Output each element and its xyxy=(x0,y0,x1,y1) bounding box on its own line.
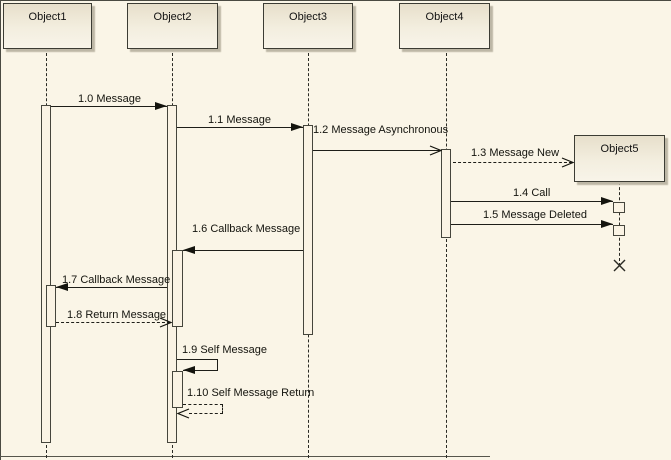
page-boundary-line xyxy=(0,456,490,457)
message-line xyxy=(56,287,167,288)
message-label: 1.2 Message Asynchronous xyxy=(313,124,449,136)
message-line xyxy=(222,404,223,414)
message-line xyxy=(177,127,303,128)
message-line xyxy=(313,150,441,151)
filled-arrowhead-icon xyxy=(155,102,167,110)
activation-bar-object4[interactable] xyxy=(441,149,451,238)
message-line xyxy=(189,413,223,414)
message-label: 1.4 Call xyxy=(513,187,551,199)
message-label: 1.7 Callback Message xyxy=(62,274,171,286)
lifeline-object5[interactable] xyxy=(619,182,620,266)
filled-arrowhead-icon xyxy=(601,197,613,205)
activation-bar-object1[interactable] xyxy=(41,105,51,443)
filled-arrowhead-icon xyxy=(291,123,303,131)
open-arrowhead-icon xyxy=(159,317,172,328)
object-label: Object3 xyxy=(289,11,327,23)
activation-bar-object2-self[interactable] xyxy=(172,371,183,408)
message-label: 1.10 Self Message Return xyxy=(187,387,315,399)
filled-arrowhead-icon xyxy=(56,283,68,291)
message-line xyxy=(51,106,167,107)
message-line xyxy=(217,359,218,371)
lifeline-object4[interactable] xyxy=(446,48,447,458)
object-label: Object2 xyxy=(153,11,192,23)
message-line xyxy=(183,370,218,371)
message-line xyxy=(183,404,223,405)
object-label: Object1 xyxy=(28,11,67,23)
canvas-left-edge xyxy=(0,0,1,460)
canvas-top-edge xyxy=(0,0,671,1)
message-line xyxy=(56,322,170,323)
message-line xyxy=(451,224,613,225)
message-line xyxy=(183,250,303,251)
activation-bar-object1-callback[interactable] xyxy=(46,285,56,327)
open-arrowhead-icon xyxy=(177,408,190,419)
filled-arrowhead-icon xyxy=(183,246,195,254)
message-label: 1.0 Message xyxy=(78,93,141,105)
message-label: 1.1 Message xyxy=(208,114,271,126)
object-box-object5[interactable]: Object5 xyxy=(574,135,665,182)
open-arrowhead-icon xyxy=(429,145,442,156)
filled-arrowhead-icon xyxy=(183,366,195,374)
message-label: 1.6 Callback Message xyxy=(192,223,301,235)
message-line xyxy=(177,359,218,360)
object-label: Object5 xyxy=(600,143,639,155)
message-label: 1.3 Message New xyxy=(471,147,560,159)
activation-bar-object5-call[interactable] xyxy=(613,202,625,213)
object-box-object2[interactable]: Object2 xyxy=(127,3,218,49)
object-label: Object4 xyxy=(425,11,464,23)
message-label: 1.5 Message Deleted xyxy=(483,209,587,221)
message-line xyxy=(453,162,572,163)
message-label: 1.8 Return Message xyxy=(67,309,167,321)
message-line xyxy=(451,201,613,202)
activation-bar-object5-delete[interactable] xyxy=(613,225,625,236)
object-box-object1[interactable]: Object1 xyxy=(3,3,92,49)
object-box-object4[interactable]: Object4 xyxy=(399,3,490,49)
message-label: 1.9 Self Message xyxy=(182,344,267,356)
object-box-object3[interactable]: Object3 xyxy=(263,3,353,49)
activation-bar-object2-nested[interactable] xyxy=(172,250,183,327)
activation-bar-object3[interactable] xyxy=(303,125,313,335)
filled-arrowhead-icon xyxy=(601,220,613,228)
open-arrowhead-icon xyxy=(561,157,574,168)
